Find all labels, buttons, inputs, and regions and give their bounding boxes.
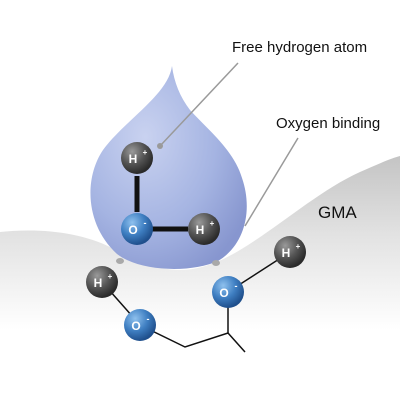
atom-oxygen-polymer-binding: O - xyxy=(212,276,244,308)
leader-dot-free-hydrogen xyxy=(157,143,163,149)
svg-text:H: H xyxy=(129,152,138,166)
atom-hydrogen-free: H + xyxy=(121,142,153,174)
atom-hydrogen-polymer-left: H + xyxy=(86,266,118,298)
leader-line-oxygen-binding xyxy=(244,137,299,227)
polymer-chain xyxy=(101,281,246,353)
svg-text:O: O xyxy=(128,223,137,237)
contact-point-left xyxy=(116,258,124,264)
svg-text:O: O xyxy=(131,319,140,333)
atom-oxygen-polymer-lower: O - xyxy=(124,309,156,341)
contact-point-right xyxy=(212,260,220,266)
label-gma: GMA xyxy=(318,203,357,222)
water-droplet xyxy=(90,66,247,269)
svg-text:+: + xyxy=(210,219,215,228)
atom-hydrogen-water: H + xyxy=(188,213,220,245)
svg-text:H: H xyxy=(196,223,205,237)
svg-text:O: O xyxy=(219,286,228,300)
svg-text:+: + xyxy=(296,242,301,251)
leader-line-free-hydrogen xyxy=(159,62,239,147)
svg-text:H: H xyxy=(282,246,291,260)
atom-oxygen-water: O - xyxy=(121,213,153,245)
svg-text:-: - xyxy=(147,314,150,324)
svg-text:-: - xyxy=(144,218,147,228)
svg-text:-: - xyxy=(235,281,238,291)
svg-text:+: + xyxy=(108,272,113,281)
label-free-hydrogen: Free hydrogen atom xyxy=(232,39,367,56)
svg-text:+: + xyxy=(143,148,148,157)
label-oxygen-binding: Oxygen binding xyxy=(276,115,380,132)
svg-text:H: H xyxy=(94,276,103,290)
atom-hydrogen-polymer-right: H + xyxy=(274,236,306,268)
